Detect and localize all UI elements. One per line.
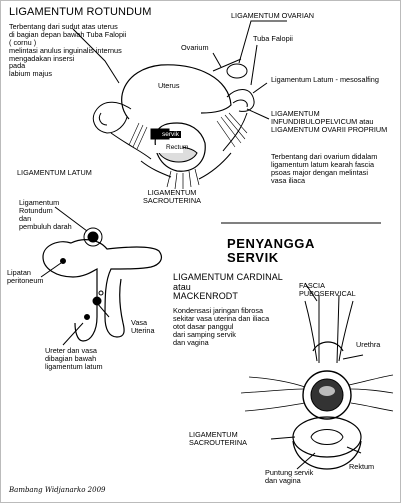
penyangga-title: PENYANGGA SERVIK (227, 236, 315, 266)
infundibulo-description: Terbentang dari ovarium didalam ligament… (271, 152, 378, 185)
rotundum-description: Terbentang dari sudut atas uterus di bag… (9, 22, 127, 79)
rotundum-title: LIGAMENTUM ROTUNDUM (9, 6, 152, 18)
rektum-label: Rektum (349, 462, 375, 471)
servik-label: servik (160, 131, 181, 139)
vasa-uterina-label: Vasa Uterina (131, 318, 155, 335)
signature: Bambang Widjanarko 2009 (9, 486, 106, 494)
ovarium-label: Ovarium (181, 43, 209, 52)
ureter-description: Ureter dan vasa dibagian bawah ligamentu… (45, 346, 103, 371)
urethra-label: Urethra (356, 340, 381, 349)
uterus-label: Uterus (158, 81, 180, 90)
cardinal-title: LIGAMENTUM CARDINAL atau MACKENRODT (173, 272, 283, 302)
lipatan-label: Lipatan peritoneum (7, 268, 44, 285)
sacrouterina-bottom-label: LIGAMENTUM SACROUTERINA (189, 430, 247, 447)
servik-support-drawing (240, 282, 394, 470)
tuba-label: Tuba Falopii (253, 34, 293, 43)
cardinal-description: Kondensasi jaringan fibrosa sekitar vasa… (173, 306, 270, 347)
fascia-label: FASCIA PUBOSERVICAL (299, 281, 356, 298)
latum-title: LIGAMENTUM LATUM (17, 168, 92, 177)
infundibulo-title: LIGAMENTUM INFUNDIBULOPELVICUM atau LIGA… (271, 109, 388, 134)
rotundum-small-label: Ligamentum Rotundum dan pembuluh darah (19, 198, 72, 231)
ovarian-label: LIGAMENTUM OVARIAN (231, 11, 314, 20)
rectum-label: Rectum (166, 144, 189, 151)
latum-meso-label: Ligamentum Latum - mesosalfing (271, 75, 379, 84)
puntung-label: Puntung servik dan vagina (265, 468, 314, 485)
sacrouterina-top-label: LIGAMENTUM SACROUTERINA (143, 188, 201, 205)
ligamentum-latum-drawing (40, 206, 163, 346)
